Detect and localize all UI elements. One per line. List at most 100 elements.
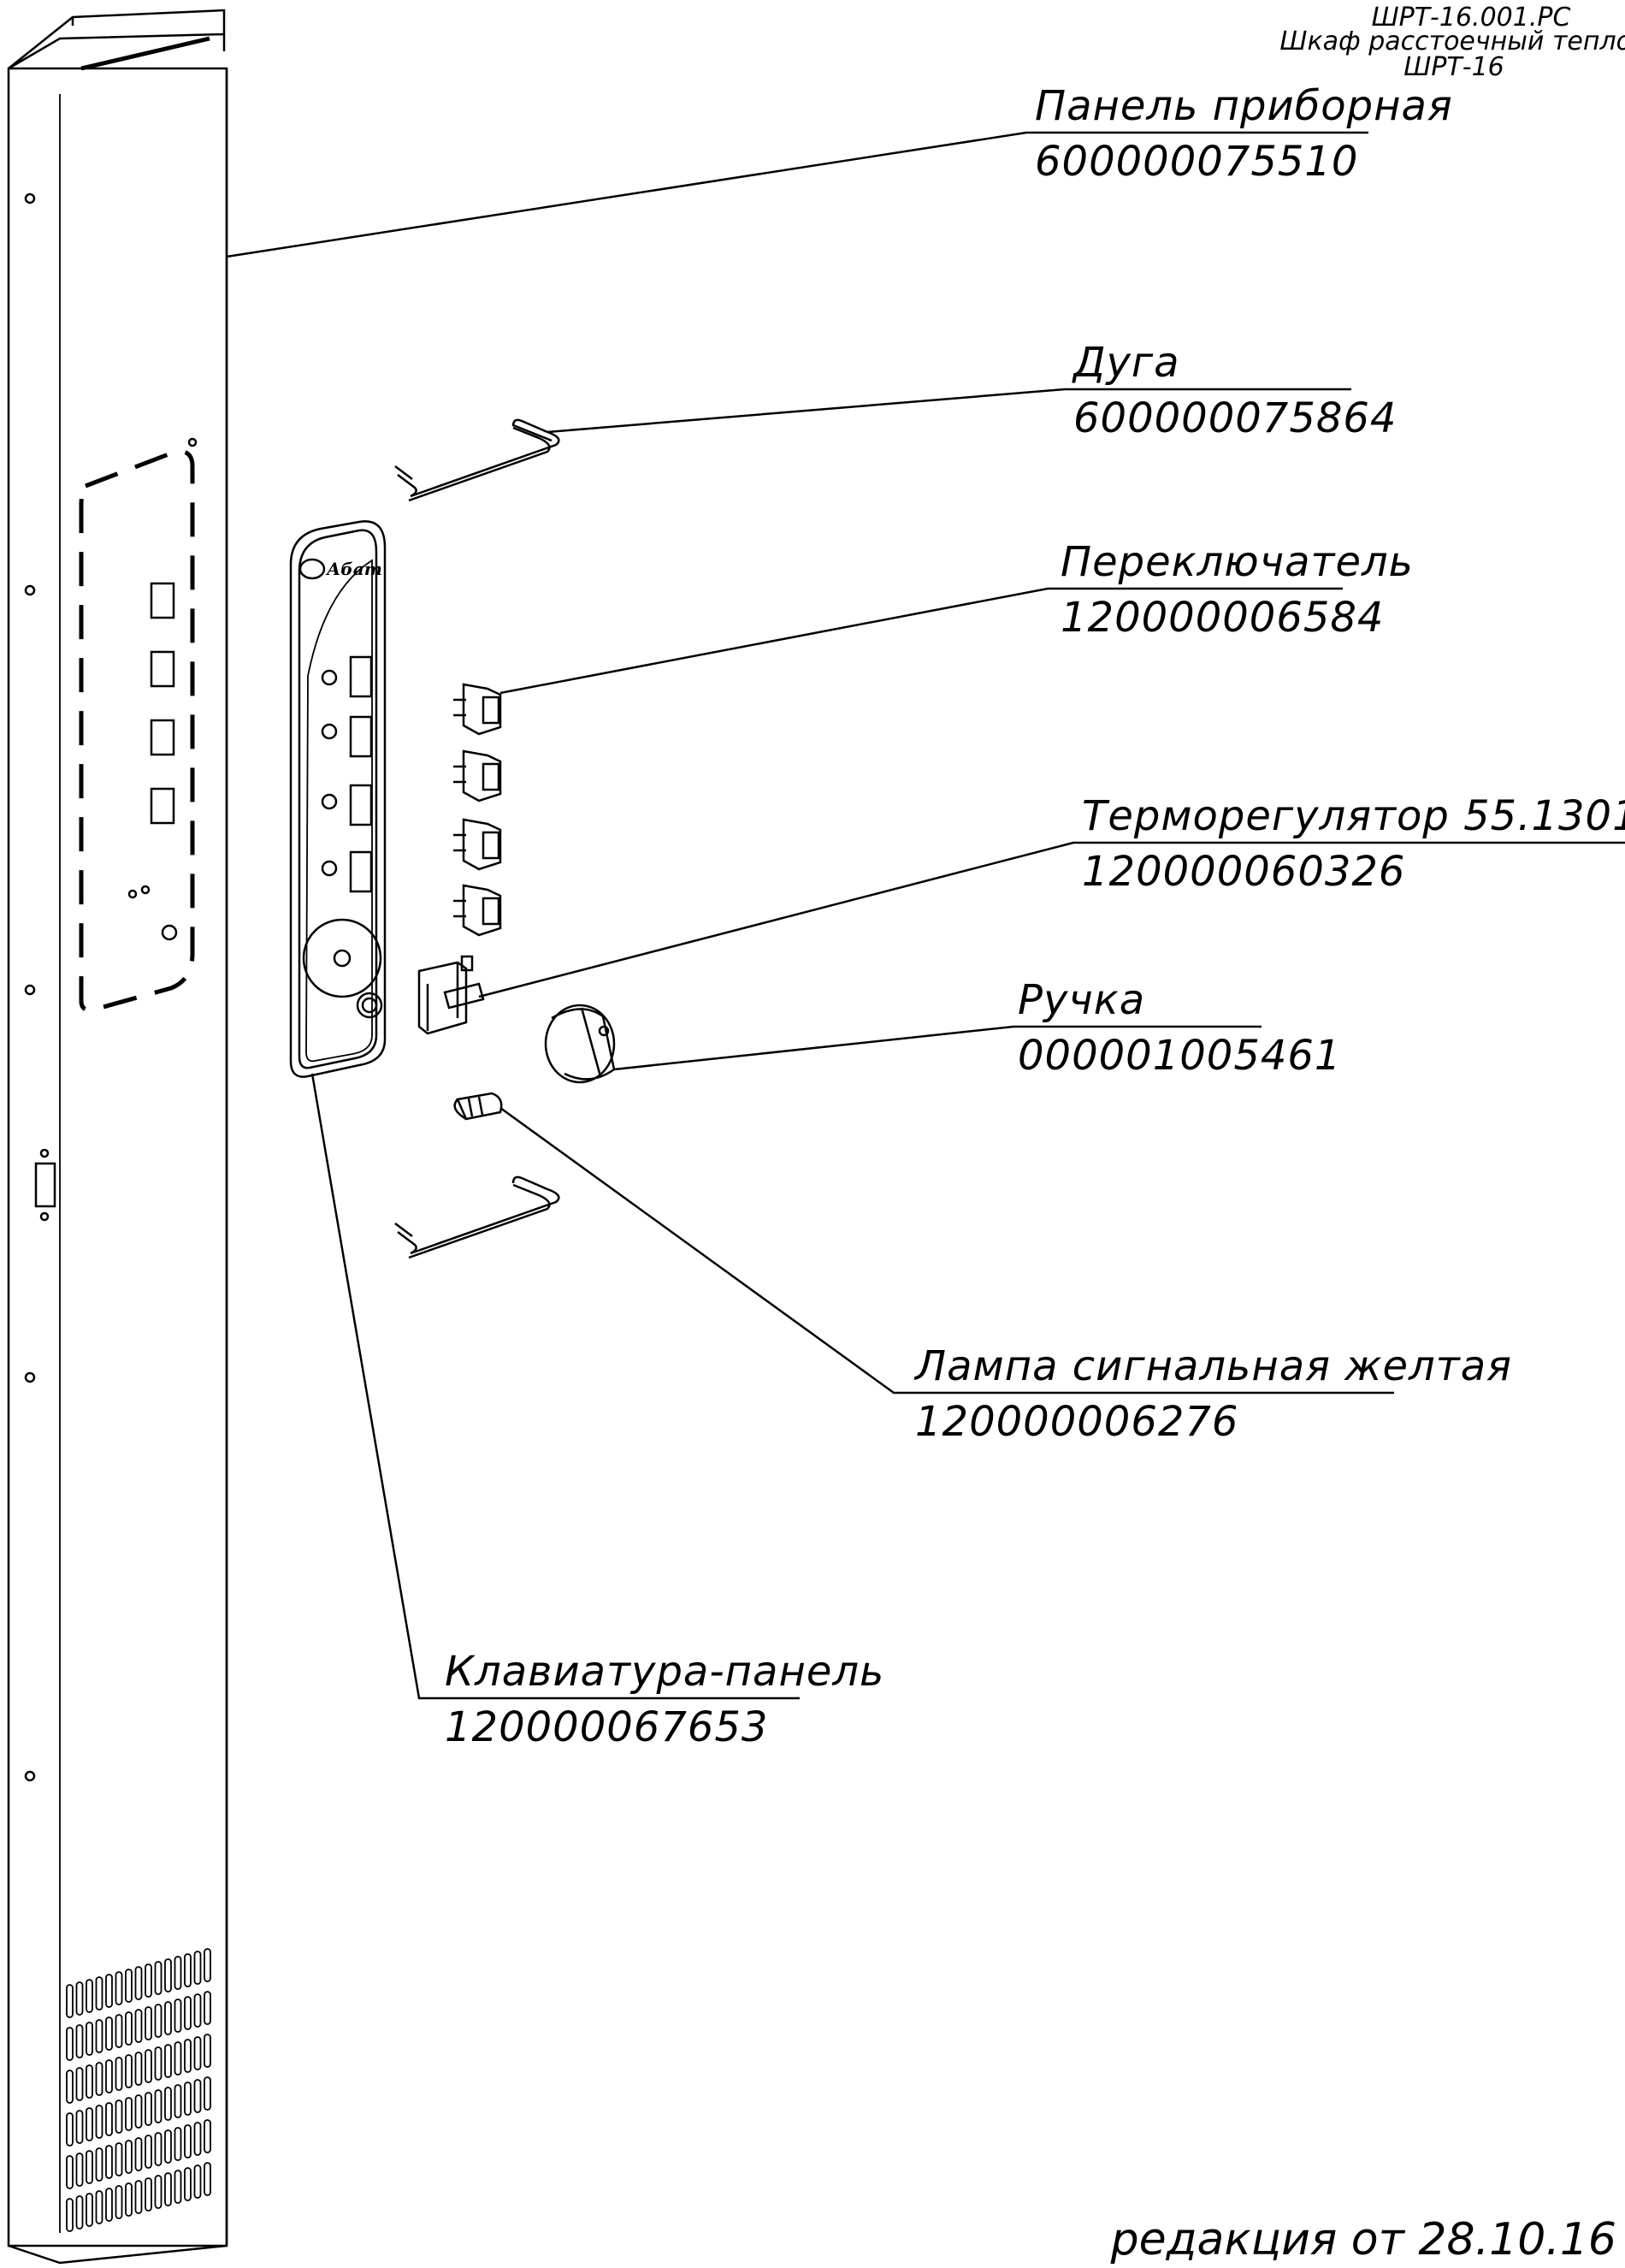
vent-slot [204,2034,211,2068]
vent-slot [66,2027,74,2061]
vent-slot [66,2155,74,2189]
vent-slot [193,2079,202,2113]
callout-code: 120000006584 [1061,594,1384,642]
rocker-switch [453,884,502,937]
vent-slot [164,2044,172,2078]
vent-slot [115,2099,123,2134]
vent-slot [95,2147,103,2182]
vent-slot [75,2195,84,2230]
callout-switch: Переключатель 120000006584 [1061,538,1414,642]
vent-slot [134,2052,143,2086]
callout-code: 120000006276 [915,1398,1238,1446]
vent-slot [184,2081,192,2116]
vent-slot [193,2164,202,2199]
vent-slot [95,2019,103,2053]
vent-slot [75,2067,84,2101]
vent-slot [154,1961,162,1995]
rocker-switches [453,683,502,937]
product-title: Шкаф расстоечный тепловой [1279,27,1625,56]
vent-slot [154,2004,162,2038]
vent-slot [145,2092,152,2126]
vent-slot [125,2097,133,2131]
callout-code: 600000075510 [1035,138,1358,186]
ventilation-grille [66,1948,211,2232]
vent-slot [105,2102,113,2136]
vent-slot [204,2076,211,2111]
vent-slot [174,2127,182,2161]
revision-date: редакция от 28.10.16 [1110,2214,1616,2265]
vent-slot [134,2180,143,2214]
vent-slot [184,2167,192,2201]
vent-slot [174,1999,182,2033]
vent-slot [154,2089,162,2123]
vent-slot [105,2016,113,2051]
vent-slot [66,2198,74,2232]
callout-label: Панель приборная [1035,82,1453,130]
control-knob [544,1004,616,1084]
vent-slot [105,2059,113,2093]
callout-code: 120000067653 [445,1703,768,1751]
callout-lamp: Лампа сигнальная желтая 120000006276 [913,1342,1512,1446]
vent-slot [95,1976,103,2010]
vent-slot [174,2041,182,2076]
vent-slot [66,2112,74,2147]
vent-slot [86,1979,93,2013]
vent-slot [134,2137,143,2171]
vent-slot [164,1958,172,1993]
vent-slot [145,1963,152,1998]
vent-slot [115,2185,123,2219]
vent-slot [86,2150,93,2184]
vent-slot [193,1951,202,1985]
callout-knob: Ручка 000001005461 [1018,976,1340,1080]
signal-lamp [453,1092,503,1121]
callout-label: Лампа сигнальная желтая [913,1342,1512,1390]
vent-slot [193,2122,202,2156]
vent-slot [95,2062,103,2096]
callout-arc: Дуга 600000075864 [1072,339,1396,442]
vent-slot [204,1991,211,2025]
vent-slot [174,2084,182,2118]
vent-slot [184,1953,192,1987]
vent-slot [134,1966,143,2000]
rocker-switch [453,749,502,802]
abat-logo-icon: Абат [298,558,382,580]
vent-slot [145,2049,152,2083]
callout-label: Клавиатура-панель [445,1648,884,1696]
vent-slot [125,2011,133,2046]
vent-slot [164,2087,172,2121]
vent-slot [145,2177,152,2212]
leader-lines [226,131,1625,1700]
vent-slot [193,2036,202,2070]
vent-slot [75,2153,84,2187]
vent-slot [174,1956,182,1990]
callout-label: Дуга [1072,339,1180,387]
vent-slot [115,2057,123,2091]
vent-slot [145,2006,152,2040]
vent-slot [154,2132,162,2166]
vent-slot [145,2135,152,2169]
vent-slot [164,2172,172,2206]
vent-slot [154,2046,162,2081]
vent-slot [115,2142,123,2176]
arc-bracket-upper [394,418,560,502]
vent-slot [86,2064,93,2099]
vent-slot [86,2022,93,2056]
callout-label: Переключатель [1061,538,1414,586]
callout-thermostat: Терморегулятор 55.13014.260 120000060326 [1082,792,1625,896]
callout-label: Терморегулятор 55.13014.260 [1082,792,1625,840]
rocker-switch [453,818,502,871]
product-model: ШРТ-16 [1403,52,1504,82]
arc-bracket-lower [394,1175,560,1259]
svg-text:Абат: Абат [325,559,382,579]
vent-slot [66,2070,74,2104]
vent-slot [184,2124,192,2158]
vent-slot [134,2094,143,2129]
vent-slot [105,2188,113,2222]
callout-keyboard: Клавиатура-панель 120000067653 [445,1648,884,1751]
vent-slot [125,2140,133,2174]
vent-slot [75,1981,84,2016]
rocker-switch [453,683,502,736]
vent-slot [105,2145,113,2179]
callout-code: 120000060326 [1082,848,1405,896]
